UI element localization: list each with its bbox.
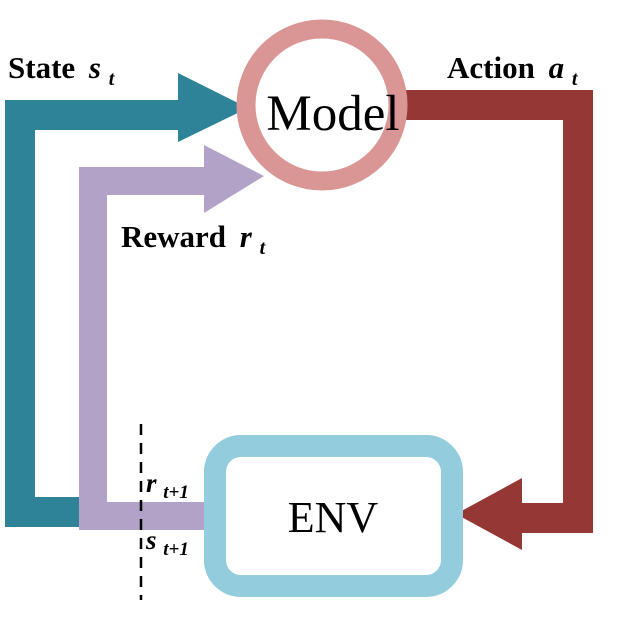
model-label: Model: [266, 86, 399, 142]
next-state-label: s t+1: [145, 525, 189, 560]
next-reward-label: r t+1: [146, 468, 189, 503]
action-label: Action a t: [447, 50, 579, 90]
state-label: State s t: [8, 50, 116, 90]
next-state-symbol: s: [145, 525, 157, 555]
state-arrow-line: [5, 100, 185, 527]
next-state-subscript: t+1: [163, 539, 189, 560]
action-label-word: Action: [447, 50, 535, 85]
state-label-subscript: t: [109, 68, 116, 90]
reward-label-word: Reward: [121, 219, 226, 254]
reward-arrow-head: [204, 145, 264, 213]
state-label-symbol: s: [88, 50, 101, 85]
action-arrow-line: [405, 90, 593, 533]
reward-label-symbol: r: [240, 219, 253, 254]
action-label-symbol: a: [549, 50, 565, 85]
model-node: [236, 19, 408, 191]
reward-label: Reward r t: [121, 219, 267, 259]
next-reward-subscript: t+1: [163, 482, 189, 503]
next-reward-symbol: r: [146, 468, 157, 498]
env-node: [204, 435, 463, 597]
reward-arrow-line: [79, 167, 212, 530]
state-arrow-head: [178, 73, 248, 142]
state-label-word: State: [8, 50, 75, 85]
reward-label-subscript: t: [260, 237, 267, 259]
env-label: ENV: [288, 493, 379, 542]
action-label-subscript: t: [572, 68, 579, 90]
action-arrow-head: [456, 478, 522, 550]
